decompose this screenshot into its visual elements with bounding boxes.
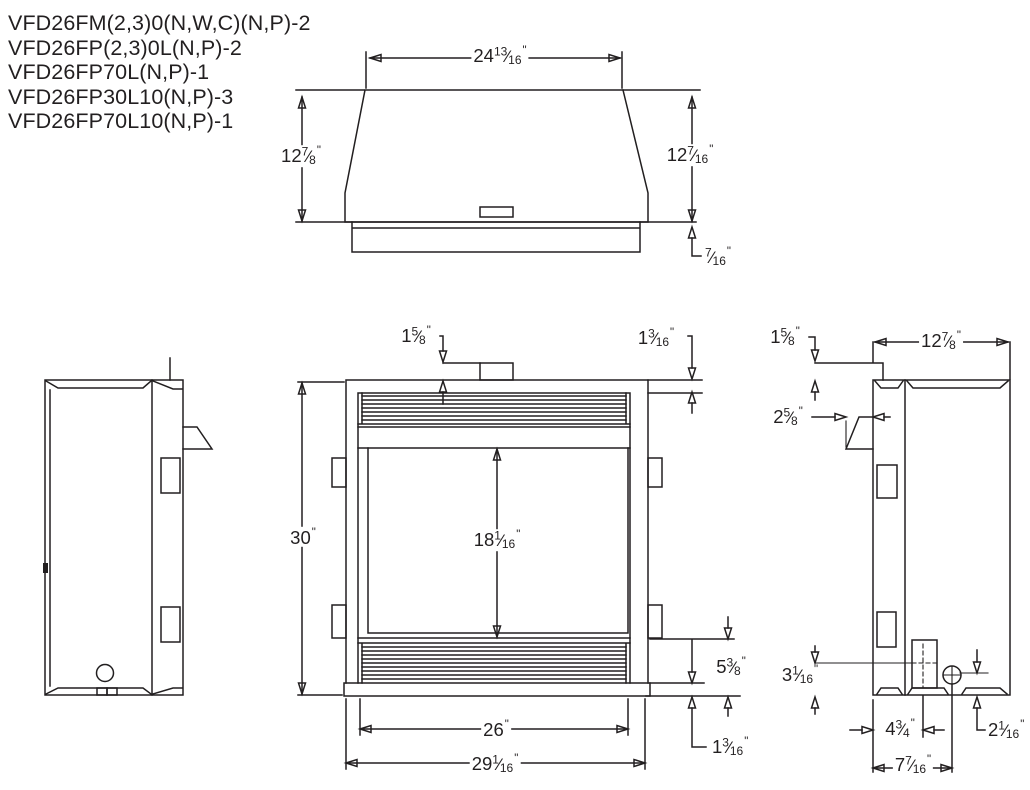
gas-valve-flag — [182, 426, 214, 450]
top-vent-collar — [479, 362, 514, 381]
top-louvers — [361, 395, 627, 421]
side-knockout-upper — [876, 464, 898, 499]
dim-side-vent-offset: 15⁄8" — [768, 325, 802, 349]
dim-base-width: 291⁄16" — [469, 752, 521, 776]
dim-hood-top-width: 2413⁄16" — [471, 44, 529, 68]
dim-gas-inlet-offset: 77⁄16" — [892, 753, 934, 777]
right-view-dimension-lines — [808, 336, 1011, 773]
dim-flag-depth: 25⁄8" — [771, 405, 805, 429]
nailing-tab — [331, 457, 347, 488]
front-view-dimension-lines — [297, 335, 741, 770]
side-knockout-lower — [876, 611, 897, 648]
dim-gas-box-offset: 43⁄4" — [883, 717, 917, 741]
nailing-tab — [331, 604, 347, 639]
side-access-hole — [95, 663, 115, 683]
gas-valve-flag — [844, 416, 874, 450]
nailing-tab — [647, 604, 663, 639]
nailing-tab — [647, 457, 663, 488]
dim-bottom-louver-height: 53⁄8" — [714, 655, 748, 679]
model-number: VFD26FP70L10(N,P)-1 — [8, 109, 234, 133]
dim-side-depth: 127⁄8" — [919, 329, 963, 353]
right-side-view — [814, 362, 1011, 696]
dim-hood-height-left: 127⁄8" — [279, 144, 323, 168]
dim-base-height: 13⁄16" — [710, 735, 751, 759]
side-knockout-upper — [160, 457, 181, 494]
top-view-hood — [295, 89, 697, 253]
dim-inlet-edge-offset: 21⁄16" — [988, 718, 1025, 742]
dim-front-height: 30" — [288, 526, 318, 548]
front-view-cabinet — [331, 362, 663, 697]
bottom-louvers — [361, 646, 627, 680]
base-pan — [343, 682, 651, 697]
side-knockout-lower — [160, 606, 181, 643]
dim-hood-flange: 7⁄16" — [703, 245, 733, 269]
dim-gas-center-height: 31⁄16" — [781, 663, 819, 687]
left-side-view — [43, 357, 214, 696]
dim-vent-offset: 15⁄8" — [399, 324, 433, 348]
dim-hood-height-right: 127⁄16" — [664, 143, 716, 167]
dim-opening-height: 181⁄16" — [471, 528, 523, 552]
model-number: VFD26FP(2,3)0L(N,P)-2 — [8, 35, 242, 60]
gas-line-box — [911, 639, 938, 689]
model-number-list: VFD26FM(2,3)0(N,W,C)(N,P)-2 VFD26FP(2,3)… — [8, 11, 311, 134]
dim-louver-width: 26" — [481, 718, 511, 740]
hood-vent-slot — [479, 206, 514, 218]
dim-top-inset: 13⁄16" — [635, 326, 677, 350]
model-number: VFD26FP70L(N,P)-1 — [8, 60, 210, 84]
model-number: VFD26FP30L10(N,P)-3 — [8, 84, 234, 109]
firebox-opening — [357, 447, 631, 639]
dimension-arrowheads — [297, 53, 1011, 773]
model-number: VFD26FM(2,3)0(N,W,C)(N,P)-2 — [8, 11, 311, 35]
